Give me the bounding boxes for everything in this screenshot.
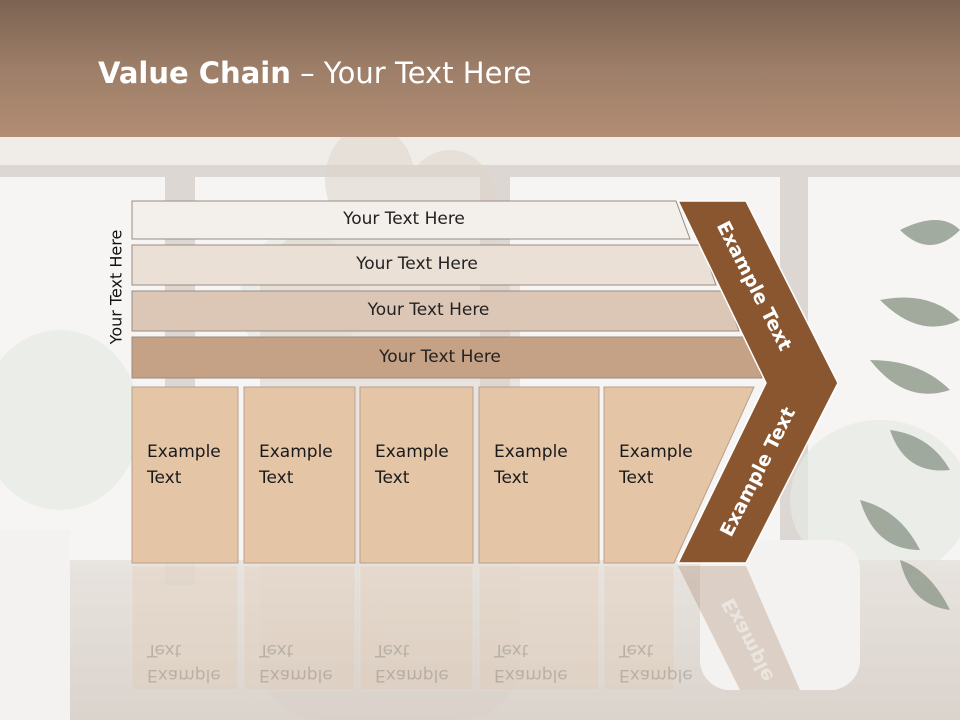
box-reflection-2: [243, 565, 356, 691]
box-reflection-3: [359, 565, 474, 691]
band-label-4: Your Text Here: [379, 346, 501, 367]
activity-box-2: [243, 386, 356, 564]
box-line1-1: Example: [147, 442, 221, 462]
box-reflection-4: [478, 565, 600, 691]
box-reflection-1: [131, 565, 239, 691]
reflect-line2-4: Text: [494, 640, 529, 660]
title-bold: Value Chain: [98, 56, 291, 90]
band-4: [131, 336, 763, 379]
band-2: [131, 244, 717, 286]
band-label-2: Your Text Here: [356, 254, 478, 274]
margin-chevron: [676, 200, 839, 564]
reflect-line1-1: Example: [147, 665, 221, 685]
header-bar: [0, 0, 960, 137]
title-rest: – Your Text Here: [290, 56, 532, 90]
band-1: [131, 200, 691, 240]
box-line1-3: Example: [375, 442, 449, 462]
reflect-line1-2: Example: [259, 665, 333, 685]
reflect-line2-2: Text: [259, 640, 294, 660]
band-label-1: Your Text Here: [343, 209, 465, 229]
slide-title: Value Chain – Your Text Here: [98, 56, 532, 90]
reflect-line2-5: Text: [619, 640, 654, 660]
box-line1-4: Example: [494, 442, 568, 462]
box-line2-3: Text: [375, 468, 410, 488]
box-line2-5: Text: [619, 468, 654, 488]
activity-box-3: [359, 386, 474, 564]
activity-box-4: [478, 386, 600, 564]
box-line2-1: Text: [147, 468, 182, 488]
chevron-reflection: [678, 566, 800, 690]
reflect-line1-4: Example: [494, 665, 568, 685]
reflect-line1-5: Example: [619, 665, 693, 685]
activity-box-1: [131, 386, 239, 564]
reflect-line1-3: Example: [375, 665, 449, 685]
box-line2-2: Text: [259, 468, 294, 488]
band-label-3: Your Text Here: [367, 300, 490, 320]
box-reflection-5: [603, 565, 675, 691]
reflect-line2-1: Text: [147, 640, 182, 660]
box-line1-2: Example: [259, 442, 333, 462]
reflect-line2-3: Text: [375, 640, 410, 660]
band-3: [131, 290, 740, 332]
box-line2-4: Text: [494, 468, 529, 488]
activity-box-5: [603, 386, 755, 564]
box-line1-5: Example: [619, 442, 693, 462]
